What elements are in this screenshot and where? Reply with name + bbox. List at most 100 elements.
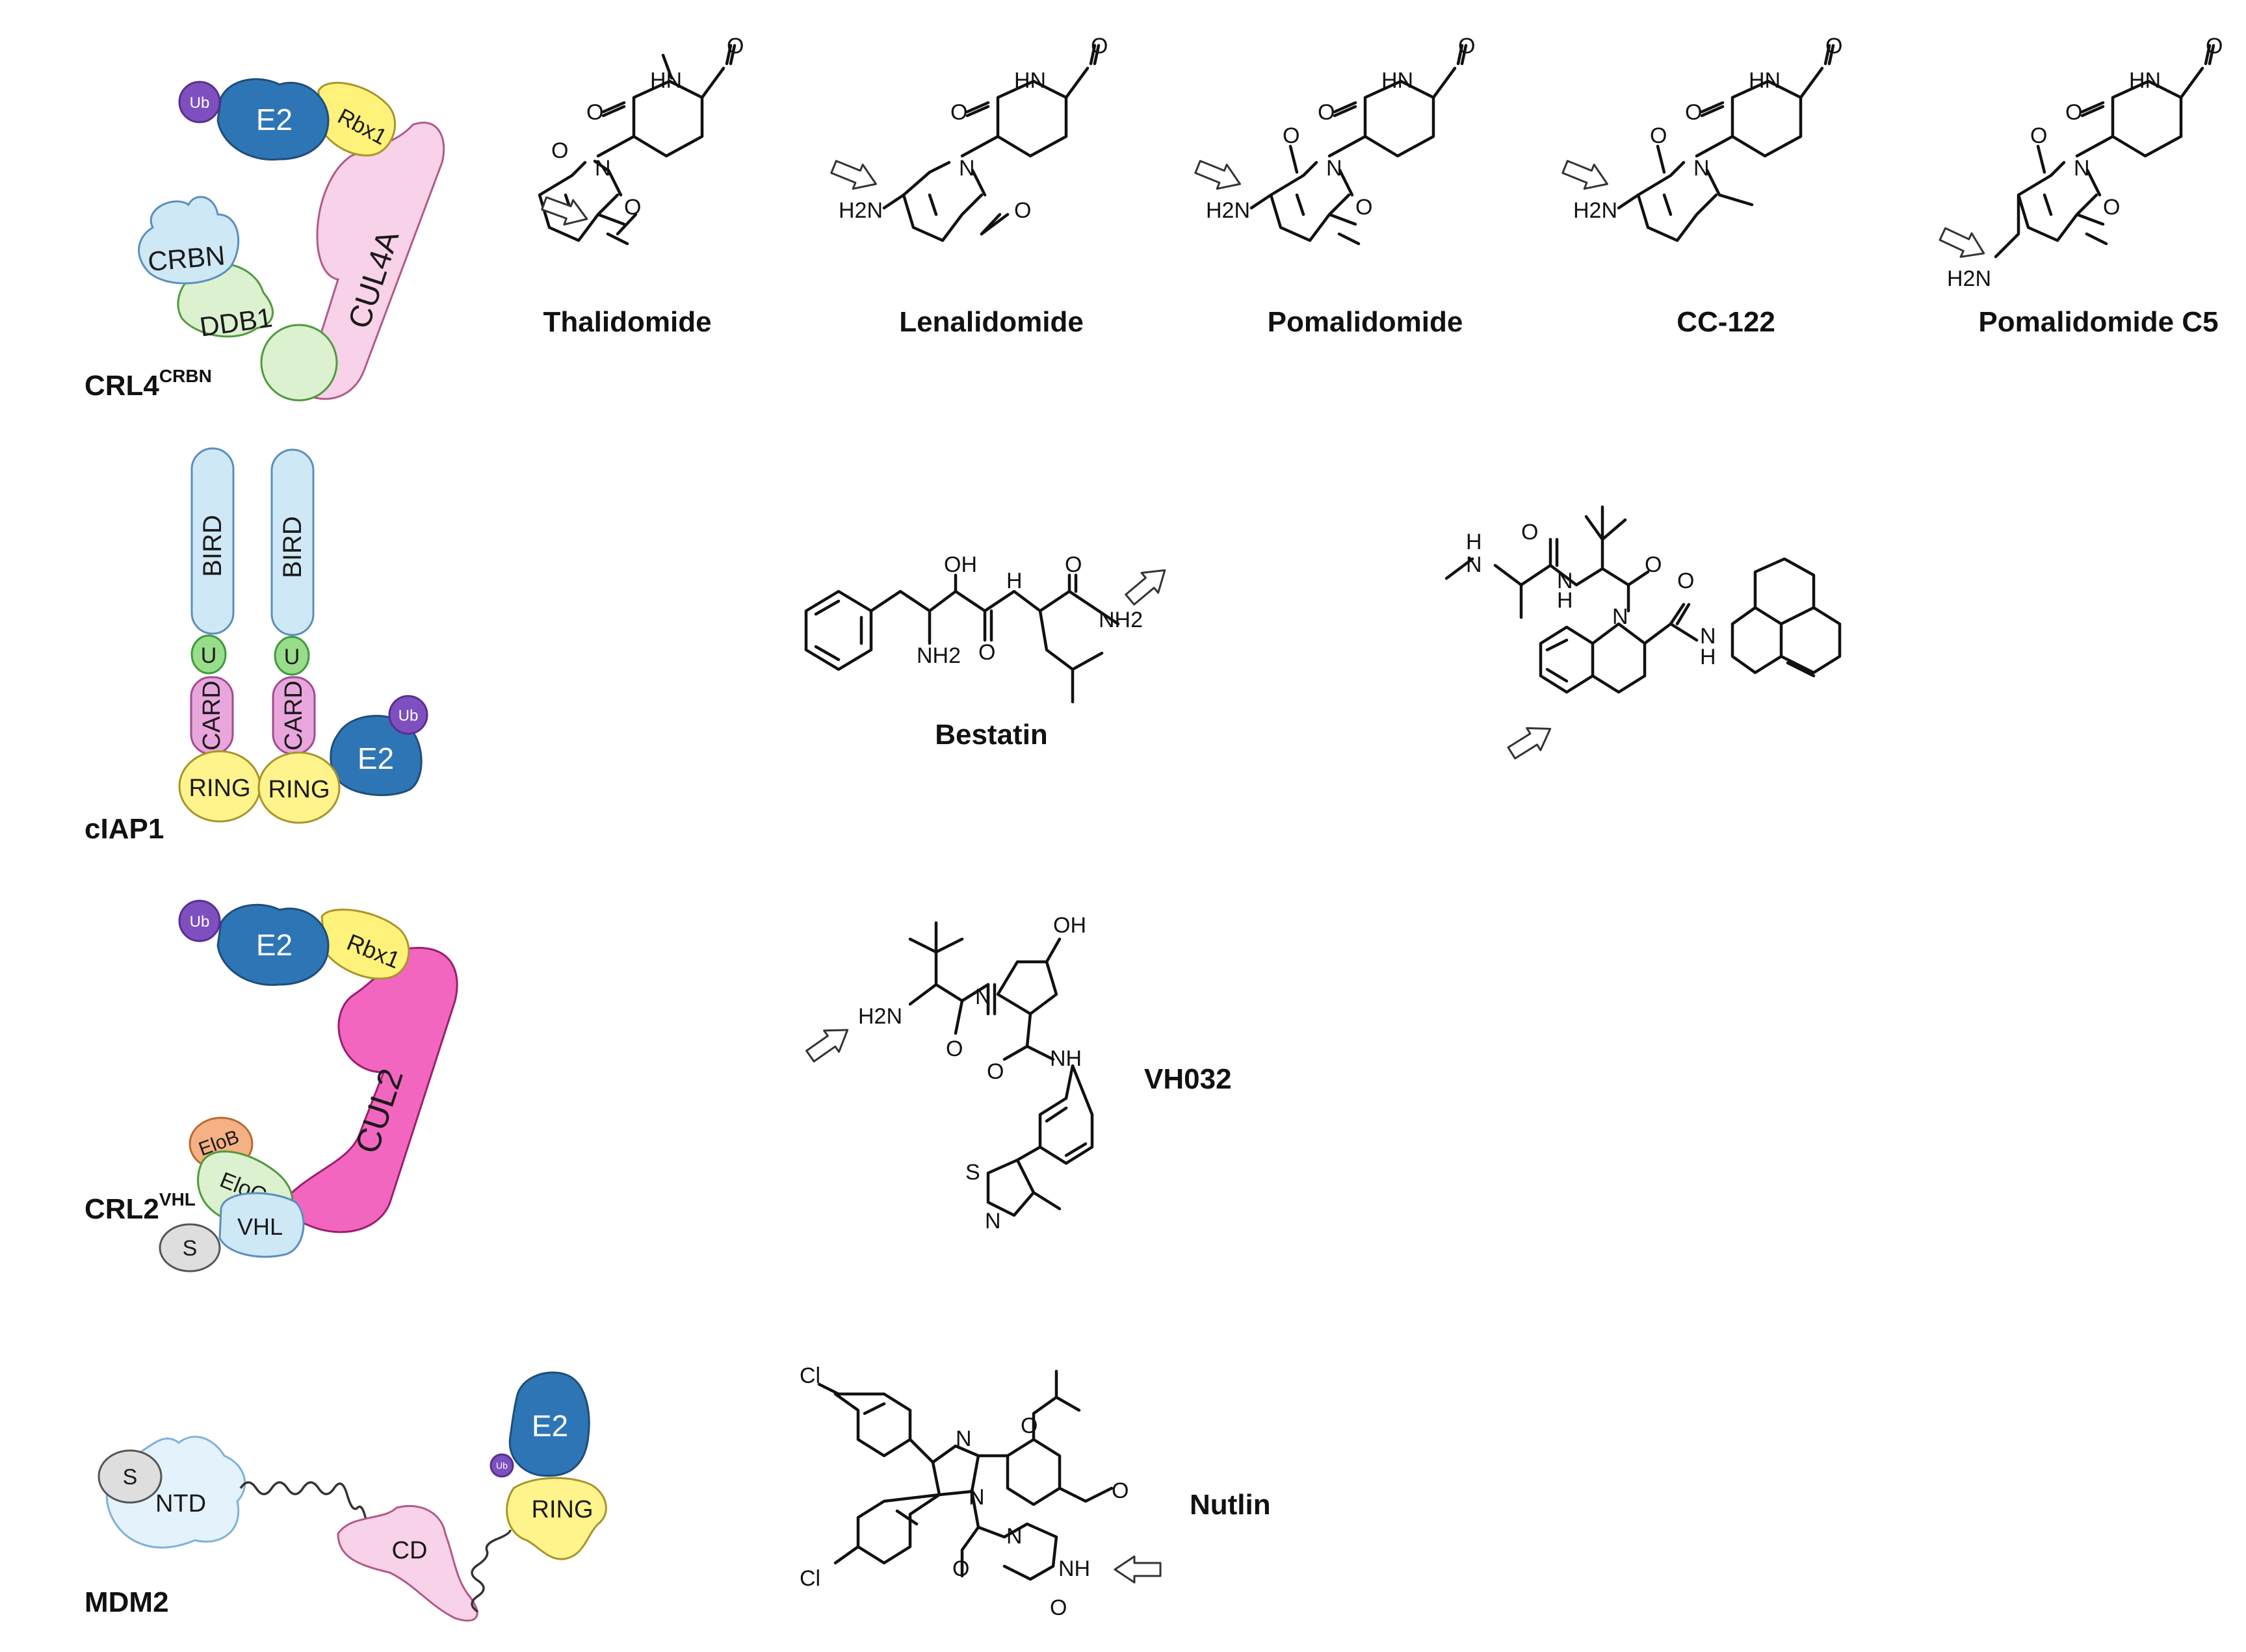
svg-text:N: N [2074, 156, 2090, 181]
crbn-subunit [138, 196, 240, 285]
svg-text:O: O [2206, 34, 2223, 58]
svg-text:N: N [969, 1485, 985, 1510]
arrow-bestatin [1120, 559, 1175, 611]
structure-nutlin: Cl N N O O Cl O N NH O [800, 1363, 1162, 1620]
arrow-nutlin [1114, 1555, 1162, 1584]
svg-text:O: O [1091, 34, 1108, 58]
svg-text:NH2: NH2 [1099, 608, 1143, 632]
ciap1-ligase: BIRD BIRD U U CARD CARD E2 RING RING Ub … [85, 447, 428, 845]
svg-text:O: O [1355, 195, 1372, 220]
arrow-vh032 [802, 1018, 856, 1068]
bird-label-1: BIRD [198, 515, 227, 577]
substrate-s-label-crl2: S [183, 1236, 198, 1261]
structure-lenalidomide: HN O O N O H2N [828, 34, 1108, 242]
ring-label-2: RING [268, 776, 330, 803]
svg-text:O: O [624, 195, 641, 220]
ub-label-ciap1: Ub [398, 707, 419, 725]
svg-text:N: N [1612, 604, 1628, 629]
ring-domain-mdm2 [506, 1477, 607, 1560]
u-label-1: U [201, 643, 217, 668]
vhl-label: VHL [237, 1213, 283, 1240]
svg-text:O: O [1021, 1413, 1038, 1438]
structure-bestatin: OH NH2 O H O NH2 [804, 552, 1175, 704]
arrow-pomalidomide-c5 [1936, 221, 1991, 266]
svg-text:O: O [1318, 100, 1335, 125]
e2-enzyme-mdm2 [508, 1371, 590, 1477]
structure-vh032: H2N O N OH O NH S N [802, 913, 1094, 1233]
svg-text:OH: OH [944, 552, 977, 577]
crl2-vhl-ligase: CUL2 Rbx1 E2 Ub EloB EloC VHL S CRL2VHL [85, 899, 458, 1272]
name-bestatin: Bestatin [935, 719, 1048, 751]
svg-text:OH: OH [1053, 913, 1086, 938]
svg-text:H: H [1466, 530, 1482, 554]
svg-text:O: O [2065, 100, 2082, 125]
svg-text:O: O [2103, 195, 2120, 220]
svg-text:O: O [1283, 123, 1299, 148]
svg-text:N: N [959, 156, 975, 181]
svg-text:O: O [2030, 123, 2047, 148]
svg-text:O: O [946, 1037, 963, 1061]
svg-text:HN: HN [650, 68, 682, 93]
ub-protein-ciap1 [388, 695, 428, 735]
name-lenalidomide: Lenalidomide [899, 306, 1084, 338]
svg-text:N: N [1557, 569, 1573, 593]
ub-label: Ub [190, 94, 210, 112]
ddb1-lobe [260, 324, 338, 402]
structure-pomalidomide: HN O O N O O H2N [1192, 34, 1475, 246]
svg-text:O: O [952, 1556, 969, 1581]
ring-label-mdm2: RING [532, 1496, 594, 1523]
ub-protein-crl2 [178, 899, 221, 942]
svg-text:H2N: H2N [858, 1004, 902, 1029]
svg-text:HN: HN [1381, 68, 1413, 93]
crl4-name: CRL4CRBN [85, 366, 212, 402]
svg-text:O: O [727, 34, 744, 58]
svg-text:O: O [1050, 1595, 1067, 1620]
ub-protein [178, 81, 221, 123]
ub-label-mdm2: Ub [496, 1460, 508, 1471]
svg-text:O: O [950, 100, 967, 125]
svg-text:H2N: H2N [1947, 266, 1991, 291]
rbx1-subunit [317, 82, 397, 157]
e2-label-mdm2: E2 [532, 1409, 568, 1443]
svg-text:N: N [956, 1426, 972, 1451]
svg-text:O: O [978, 640, 995, 665]
u-domain-1 [190, 634, 227, 675]
svg-text:NH2: NH2 [917, 643, 961, 668]
svg-text:H: H [1006, 569, 1023, 593]
bird-domain-2 [270, 448, 315, 636]
crbn-label: CRBN [146, 240, 226, 277]
rbx1-subunit-crl2 [320, 909, 410, 980]
linker-2 [471, 1529, 512, 1613]
svg-text:N: N [595, 156, 611, 181]
structure-thalidomide: HN O O N O O [538, 34, 744, 246]
u-label-2: U [284, 645, 300, 669]
ring-label-1: RING [189, 775, 251, 802]
linker-1 [239, 1481, 368, 1524]
svg-text:N: N [1006, 1524, 1023, 1549]
arrow-cc122 [1559, 153, 1613, 198]
svg-text:H: H [1700, 645, 1716, 669]
name-vh032: VH032 [1144, 1063, 1232, 1095]
ub-label-crl2: Ub [190, 913, 210, 931]
svg-text:HN: HN [2129, 68, 2161, 93]
cd-label: CD [392, 1537, 428, 1564]
e2-label-crl2: E2 [256, 928, 293, 962]
svg-text:HN: HN [1749, 68, 1781, 93]
substrate-s-mdm2 [98, 1449, 163, 1504]
svg-text:NH: NH [1050, 1046, 1082, 1071]
e2-enzyme-crl2 [216, 903, 330, 987]
svg-text:H2N: H2N [1206, 198, 1250, 223]
e2-label-ciap1: E2 [358, 742, 394, 775]
svg-text:S: S [965, 1160, 980, 1185]
svg-text:O: O [586, 100, 603, 125]
ring-domain-2 [257, 751, 341, 824]
crl2-name: CRL2VHL [85, 1189, 196, 1225]
svg-text:O: O [1458, 34, 1475, 58]
svg-text:H: H [1557, 588, 1573, 613]
name-pomalidomide-c5: Pomalidomide C5 [1978, 306, 2218, 338]
structure-ciap-ligand: H N O N H O N O N H [1444, 505, 1842, 766]
arrow-ciap-ligand [1504, 716, 1558, 766]
svg-text:Cl: Cl [800, 1566, 820, 1591]
svg-text:N: N [1466, 552, 1482, 577]
